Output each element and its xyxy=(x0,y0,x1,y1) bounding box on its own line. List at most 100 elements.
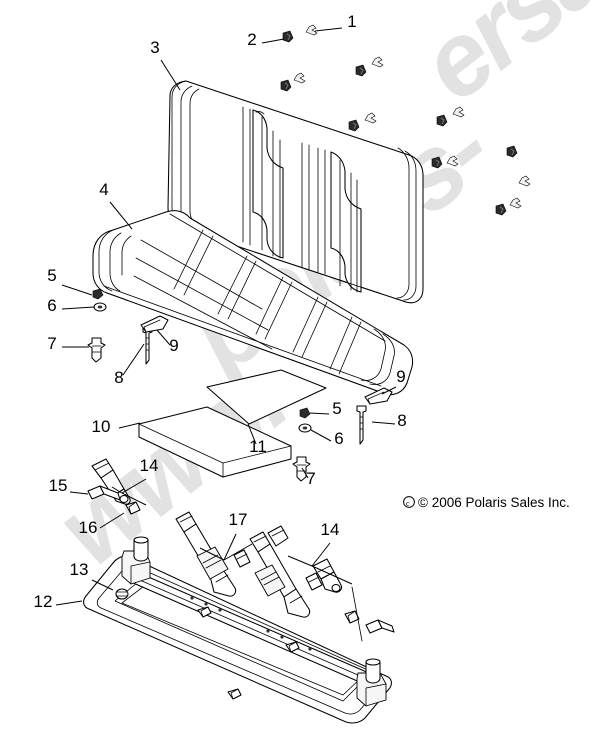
copyright-text: © 2006 Polaris Sales Inc. xyxy=(418,495,570,510)
leader-line xyxy=(99,512,125,529)
callout-retaining-clip: 9 xyxy=(381,367,406,395)
callout-number: 14 xyxy=(321,520,340,539)
callout-screw: 1 xyxy=(314,12,357,32)
part-foam-pad xyxy=(138,406,292,478)
leader-line xyxy=(381,386,397,395)
part-seat-base-frame xyxy=(83,536,392,724)
clip-nut-icon xyxy=(282,30,294,43)
callout-seat-back: 3 xyxy=(150,38,181,91)
callout-number: 8 xyxy=(397,411,406,430)
callout-number: 8 xyxy=(114,368,123,387)
callout-number: 13 xyxy=(70,560,89,579)
callout-number: 5 xyxy=(47,266,56,285)
callout-number: 11 xyxy=(249,437,267,456)
screw-icon xyxy=(364,112,377,124)
leader-line xyxy=(247,423,257,445)
callout-push-rivet: 7 xyxy=(47,334,89,353)
callout-frame-trim: 12 xyxy=(34,592,83,611)
part-backing-panel xyxy=(206,369,327,425)
callout-bolt: 15 xyxy=(49,476,89,495)
callout-number: 15 xyxy=(49,476,68,495)
callout-number: 9 xyxy=(169,336,178,355)
callout-number: 3 xyxy=(150,38,159,57)
leader-line xyxy=(61,306,95,310)
callout-washer: 6 xyxy=(47,296,95,315)
part-seat-belt-left xyxy=(87,458,141,515)
leader-line xyxy=(118,422,141,429)
callout-clip-nut: 2 xyxy=(247,30,285,49)
copyright-notice: c © 2006 Polaris Sales Inc. xyxy=(403,495,570,510)
leader-line xyxy=(160,59,181,91)
callout-number: 17 xyxy=(229,510,248,529)
callout-number: 16 xyxy=(79,518,98,537)
part-clip-9-right xyxy=(364,387,393,405)
callout-number: 2 xyxy=(247,30,256,49)
callout-number: 5 xyxy=(332,399,341,418)
clip-nut-icon xyxy=(431,156,443,169)
part-washer-6-right xyxy=(298,423,312,433)
callout-screw: 8 xyxy=(371,411,407,430)
clip-nut-icon xyxy=(355,64,367,77)
callout-seat-cushion: 4 xyxy=(99,180,133,230)
fastener-group xyxy=(280,24,531,216)
part-clip-9-left xyxy=(140,315,169,333)
leader-line xyxy=(371,421,396,425)
part-screw-8-left xyxy=(142,326,153,365)
leader-line xyxy=(261,38,285,44)
callout-seat-backing-panel: 11 xyxy=(247,423,267,456)
callout-screw: 8 xyxy=(114,343,145,387)
leader-line xyxy=(309,412,330,415)
part-seat-belt-buckle-14-right xyxy=(267,525,395,642)
clip-nut-icon xyxy=(506,145,518,158)
callout-seat-belt-buckle: 14 xyxy=(121,456,158,494)
screw-icon xyxy=(293,72,306,84)
callout-seat-base-frame: 13 xyxy=(70,560,114,591)
callout-number: 4 xyxy=(99,180,108,199)
callout-seat-foam-pad: 10 xyxy=(92,417,141,436)
part-nut-5-left xyxy=(92,288,104,300)
clip-nut-icon xyxy=(280,79,292,92)
clip-nut-icon xyxy=(495,203,507,216)
callout-number: 10 xyxy=(92,417,111,436)
svg-text:c: c xyxy=(406,499,410,508)
leader-line xyxy=(156,329,171,346)
leader-line xyxy=(109,201,133,230)
callout-number: 6 xyxy=(334,429,343,448)
screw-icon xyxy=(446,155,459,167)
callout-washer: 6 xyxy=(310,429,344,448)
leader-line xyxy=(61,284,93,296)
leader-line xyxy=(69,491,89,495)
callout-number: 12 xyxy=(34,592,53,611)
part-nut-5-right xyxy=(299,407,311,419)
clip-nut-icon xyxy=(348,119,360,132)
leader-line xyxy=(314,27,343,32)
callout-push-rivet: 7 xyxy=(301,467,316,488)
callout-retaining-clip: 9 xyxy=(156,329,179,355)
leader-line xyxy=(91,579,114,591)
callout-number: 7 xyxy=(47,334,56,353)
screw-icon xyxy=(371,56,384,68)
leader-line xyxy=(122,343,145,376)
callout-number: 9 xyxy=(396,367,405,386)
bracket-14-right xyxy=(287,555,353,585)
leader-line xyxy=(223,533,237,561)
leader-line xyxy=(301,467,309,479)
callout-seat-belt-buckle: 14 xyxy=(311,520,340,567)
part-washer-6-left xyxy=(93,302,107,312)
part-screw-8-right xyxy=(356,405,367,445)
screw-icon xyxy=(452,106,465,118)
bracket-17 xyxy=(199,543,253,561)
callout-nut: 5 xyxy=(47,266,93,296)
clip-nut-icon xyxy=(436,114,448,127)
leader-line xyxy=(311,542,331,567)
callout-nut: 16 xyxy=(79,512,125,537)
part-push-rivet-7-left xyxy=(87,337,106,363)
part-seat-cushion xyxy=(92,210,414,396)
callout-nut: 5 xyxy=(309,399,342,418)
bracket-14-left xyxy=(111,486,147,506)
screw-icon xyxy=(518,175,531,187)
callout-number: 6 xyxy=(47,296,56,315)
